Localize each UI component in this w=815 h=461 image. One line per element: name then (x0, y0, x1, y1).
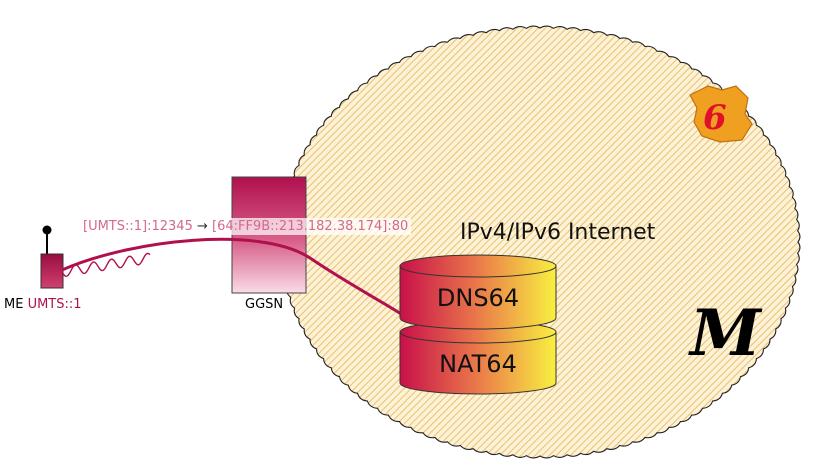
me-prefix: ME (4, 297, 24, 312)
ggsn-node (231, 176, 307, 294)
me-device (40, 225, 64, 289)
g6-france-logo: 6 (689, 85, 753, 143)
ggsn-label: GGSN (245, 297, 284, 312)
packet-arrow-glyph: → (196, 219, 208, 234)
nat64-label: NAT64 (439, 350, 517, 378)
dns64-label: DNS64 (436, 284, 520, 312)
me-label: ME UMTS::1 (4, 297, 82, 312)
dns64-cylinder (399, 254, 557, 330)
g6-logo-text: 6 (703, 98, 727, 138)
antenna-icon (42, 225, 52, 235)
packet-arrow (61, 237, 417, 324)
packet-source: [UMTS::1]:12345 (83, 219, 193, 234)
packet-destination: [64:FF9B::213.182.38.174]:80 (212, 219, 409, 234)
packet-label: [UMTS::1]:12345 → [64:FF9B::213.182.38.1… (80, 218, 412, 235)
le-monde-blackletter-logo: M (690, 296, 761, 371)
internet-label: IPv4/IPv6 Internet (460, 220, 656, 245)
me-address: UMTS::1 (27, 297, 82, 312)
